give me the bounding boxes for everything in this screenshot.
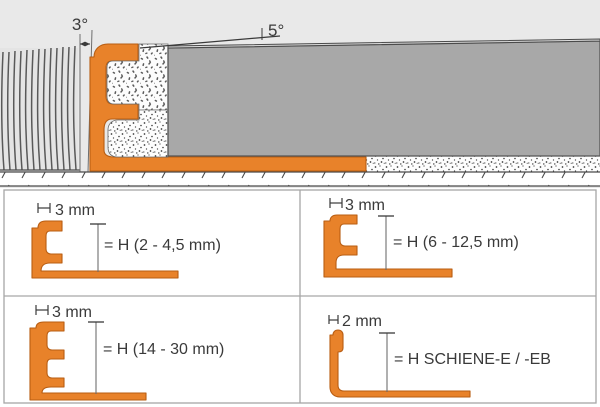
wall-plaster-layer [0,45,80,171]
panel-4: 2 mm = H SCHIENE-E / -EB [328,313,551,398]
profile-panel-grid [3,189,597,404]
panel-2: 3 mm = H (6 - 12,5 mm) [323,197,519,278]
panel-4-dimension-marker [328,315,339,324]
angle-3-label: 3° [72,15,88,34]
main-diagram-area: 3° [0,0,600,188]
panel-4-dimension-label: 2 mm [342,313,382,330]
panel-3-height-label: = H (14 - 30 mm) [103,341,224,358]
panel-3-profile [29,321,147,401]
panel-1-height-label: = H (2 - 4,5 mm) [104,237,221,254]
panel-1-dimension-label: 3 mm [55,202,95,219]
panel-2-height-marker [378,215,394,270]
panel-4-height-label: = H SCHIENE-E / -EB [394,351,551,368]
panel-4-height-marker [379,332,395,392]
panel-2-dimension-marker [329,198,343,208]
panel-1-dimension-marker [37,203,51,213]
panel-4-profile [329,329,471,398]
panel-1: 3 mm = H (2 - 4,5 mm) [31,202,221,279]
panel-2-dimension-label: 3 mm [345,197,385,214]
tile-layer [167,38,600,157]
angle-5-label: 5° [268,21,284,40]
panel-3-dimension-marker [35,305,49,315]
panel-1-profile [31,220,179,279]
panel-2-height-label: = H (6 - 12,5 mm) [393,234,519,251]
panel-2-profile [323,214,453,278]
panel-1-height-marker [90,223,106,272]
thinset-cavity [106,43,169,111]
angle-5-degree-marker: 5° [139,21,284,49]
thinset-bed-front [107,109,169,158]
panel-3: 3 mm = H (14 - 30 mm) [29,304,224,401]
panel-3-dimension-label: 3 mm [52,304,92,321]
panel-3-height-marker [88,321,104,394]
substrate-layer [0,171,600,187]
